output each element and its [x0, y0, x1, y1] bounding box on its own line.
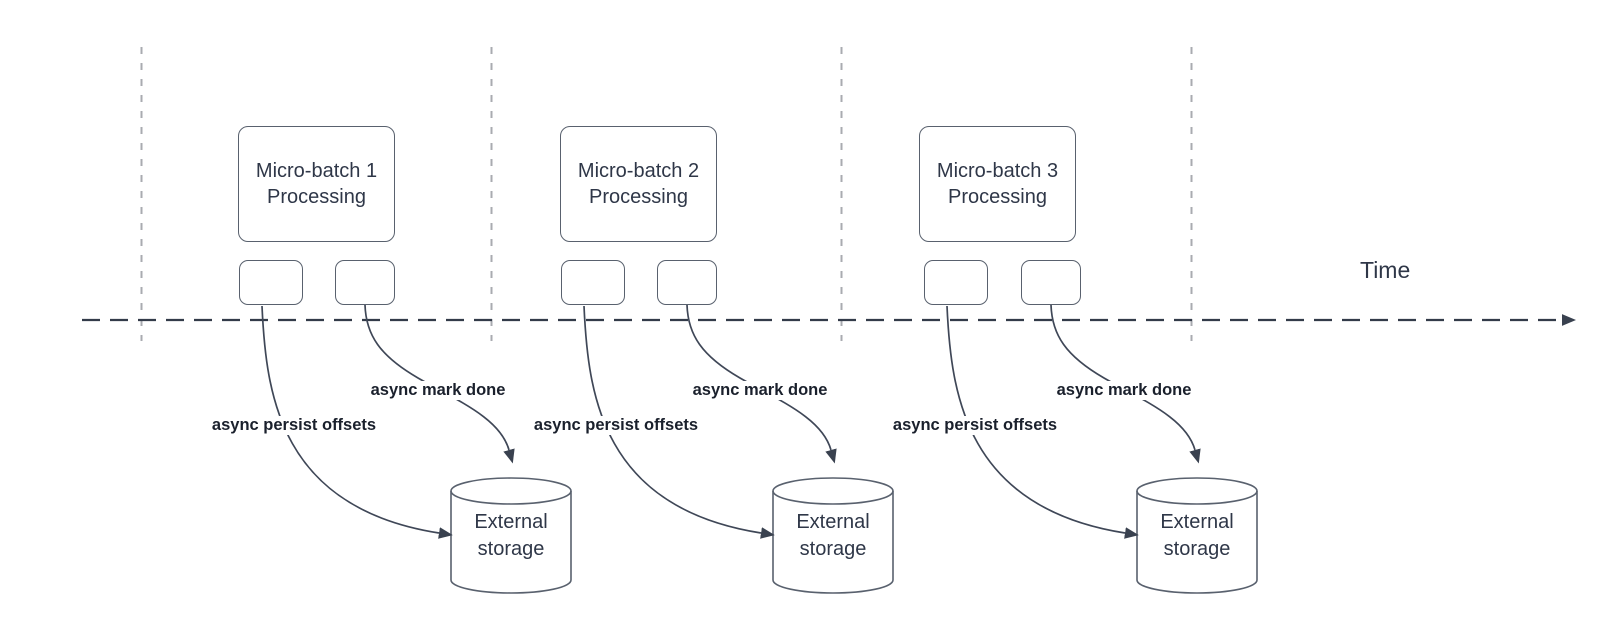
storage-cylinder-rim — [772, 490, 894, 505]
persist-offsets-arrow-label-2: async persist offsets — [529, 416, 703, 435]
micro-batch-group-2: Micro-batch 2 Processing async persist o… — [529, 0, 920, 642]
mark-done-task-node-2 — [657, 260, 717, 305]
mark-done-task-node-3 — [1021, 260, 1081, 305]
mark-done-arrow-label-1: async mark done — [366, 381, 510, 400]
persist-offsets-arrow — [261, 305, 453, 539]
mark-done-arrow-label-3: async mark done — [1052, 381, 1196, 400]
persist-offsets-arrow-label-1: async persist offsets — [207, 416, 381, 435]
mark-done-task-node-1 — [335, 260, 395, 305]
persist-offsets-task-node-3 — [924, 260, 988, 305]
storage-cylinder — [1136, 477, 1258, 594]
storage-cylinder — [772, 477, 894, 594]
mark-done-arrow — [364, 304, 515, 464]
processing-box-1-label: Micro-batch 1 Processing — [255, 160, 378, 208]
micro-batch-group-3: Micro-batch 3 Processing async persist o… — [888, 0, 1279, 642]
processing-box-1: Micro-batch 1 Processing — [238, 126, 395, 242]
external-storage-label-3: External storage — [1160, 511, 1234, 560]
processing-box-2: Micro-batch 2 Processing — [560, 126, 717, 242]
mark-done-arrow — [686, 304, 837, 464]
time-axis-label: Time — [1360, 257, 1411, 283]
micro-batch-group-1: Micro-batch 1 Processing async persist o… — [207, 0, 598, 642]
mark-done-arrow-label-2: async mark done — [688, 381, 832, 400]
external-storage-label-1: External storage — [474, 511, 548, 560]
persist-offsets-task-node-1 — [239, 260, 303, 305]
storage-cylinder-rim — [450, 490, 572, 505]
processing-box-2-label: Micro-batch 2 Processing — [577, 160, 700, 208]
external-storage-label-2: External storage — [796, 511, 870, 560]
persist-offsets-task-node-2 — [561, 260, 625, 305]
processing-box-3-label: Micro-batch 3 Processing — [936, 160, 1059, 208]
persist-offsets-arrow — [583, 305, 775, 539]
storage-cylinder-rim — [1136, 490, 1258, 505]
storage-cylinder — [450, 477, 572, 594]
persist-offsets-arrow-label-3: async persist offsets — [888, 416, 1062, 435]
mark-done-arrow — [1050, 304, 1201, 464]
persist-offsets-arrow — [946, 305, 1139, 539]
processing-box-3: Micro-batch 3 Processing — [919, 126, 1076, 242]
